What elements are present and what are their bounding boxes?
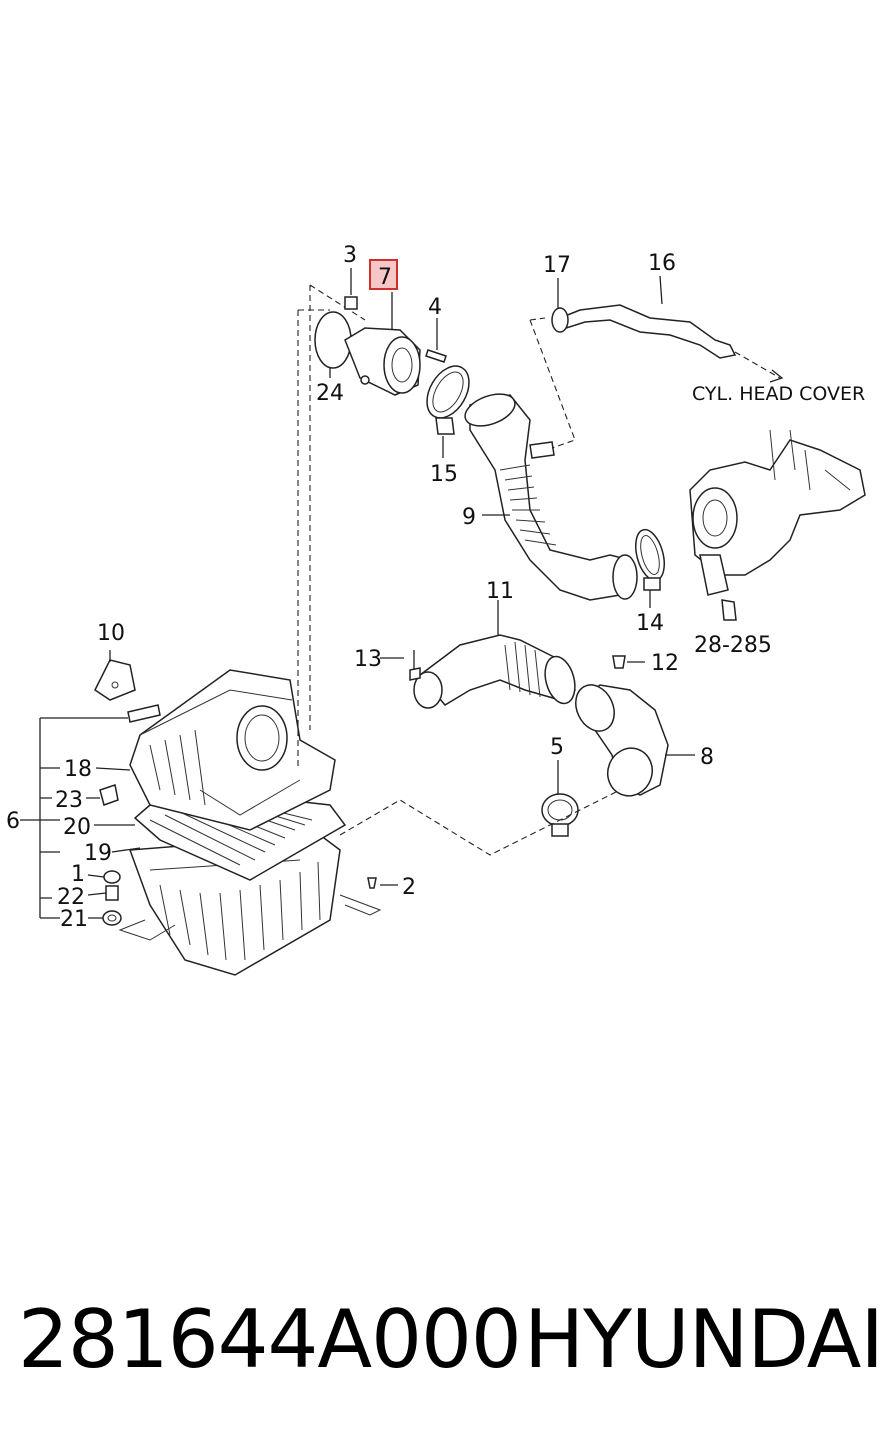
- highlight-box: [369, 259, 398, 290]
- callout-3: 3: [343, 243, 357, 268]
- callout-22: 22: [57, 885, 85, 910]
- callout-12: 12: [651, 651, 679, 676]
- callout-8: 8: [700, 745, 714, 770]
- callout-5: 5: [550, 735, 564, 760]
- turbocharger: [635, 429, 866, 621]
- intake-hose: [464, 393, 638, 601]
- callout-20: 20: [63, 815, 91, 840]
- callout-16: 16: [648, 251, 676, 276]
- callout-2: 2: [402, 875, 416, 900]
- callout-9: 9: [462, 505, 476, 530]
- air-cleaner-assembly: [20, 650, 398, 976]
- callout-21: 21: [60, 907, 88, 932]
- part-number: 281644A000: [18, 1293, 522, 1386]
- callout-13: 13: [354, 647, 382, 672]
- callout-17: 17: [543, 253, 571, 278]
- brand-name: HYUNDAI: [524, 1293, 884, 1386]
- parts-diagram: 3 7 4 24 15 17 16 CYL. HEAD COVER 9 14 2…: [6, 243, 866, 976]
- callout-10: 10: [97, 621, 125, 646]
- callout-14: 14: [636, 611, 664, 636]
- callout-23: 23: [55, 788, 83, 813]
- callout-6: 6: [6, 809, 20, 834]
- intercooler-hoses: [339, 600, 695, 856]
- air-flow-sensor-group: [297, 268, 470, 770]
- cyl-head-cover-note: CYL. HEAD COVER: [692, 383, 865, 405]
- callout-1: 1: [71, 862, 85, 887]
- callout-18: 18: [64, 757, 92, 782]
- callout-7: 7: [378, 265, 392, 290]
- callout-15: 15: [430, 462, 458, 487]
- callout-11: 11: [486, 579, 514, 604]
- breather-hose: [529, 275, 784, 449]
- callout-24: 24: [316, 381, 344, 406]
- callout-28-285: 28-285: [694, 633, 772, 658]
- callout-19: 19: [84, 841, 112, 866]
- callout-4: 4: [428, 295, 442, 320]
